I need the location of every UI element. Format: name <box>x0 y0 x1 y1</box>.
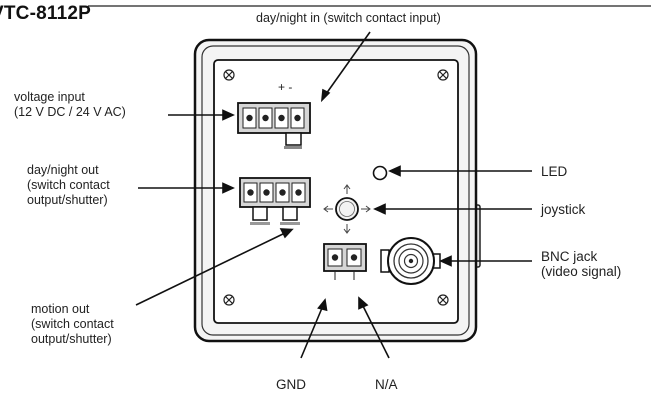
label-voltage-input: voltage input (12 V DC / 24 V AC) <box>14 90 126 119</box>
callout-arrows <box>135 31 532 359</box>
screw-icon <box>437 294 449 306</box>
power-polarity-mark: + - <box>278 80 292 94</box>
joystick-control <box>323 184 371 234</box>
bnc-jack-connector <box>380 237 441 285</box>
relay-terminal-block <box>239 177 311 225</box>
label-day-night-in: day/night in (switch contact input) <box>256 11 441 25</box>
product-model-title: VTC-8112P <box>0 3 92 24</box>
housing-inner-edge <box>201 45 470 336</box>
label-gnd: GND <box>276 377 306 392</box>
label-led: LED <box>541 164 568 179</box>
arrow-na <box>362 305 390 359</box>
label-bnc-jack: BNC jack (video signal) <box>541 249 622 279</box>
screw-icon <box>223 69 235 81</box>
screw-icon <box>223 294 235 306</box>
led-indicator <box>372 165 388 181</box>
power-terminal-block <box>237 102 311 149</box>
label-day-night-out: day/night out (switch contact output/shu… <box>27 163 110 207</box>
arrow-gnd <box>300 307 323 359</box>
screw-icon <box>437 69 449 81</box>
label-joystick: joystick <box>541 202 586 217</box>
label-motion-out: motion out (switch contact output/shutte… <box>31 302 114 346</box>
arrow-motion-out <box>135 232 286 306</box>
gnd-na-terminal-block <box>323 243 367 280</box>
label-na: N/A <box>375 377 398 392</box>
arrow-day-night-in <box>325 31 371 95</box>
